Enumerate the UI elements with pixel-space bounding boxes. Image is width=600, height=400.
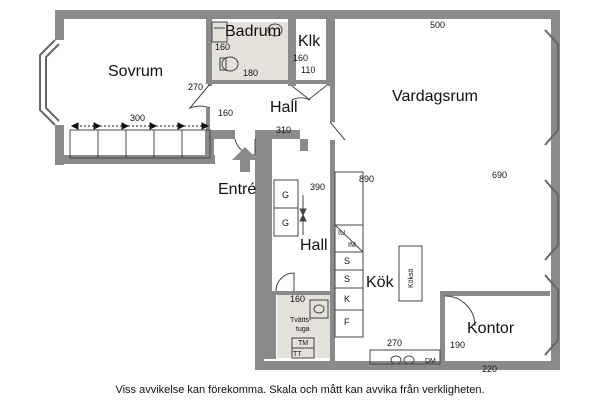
badrum-fixtures [211,21,283,72]
room-kontor: Kontor [467,320,515,337]
room-tvattstuga-line2: tuga [296,326,310,333]
dim-klk-depth: 160 [293,53,308,63]
room-tvattstuga-line1: Tvätts- [290,317,312,324]
room-entre: Entré [218,181,256,198]
dim-tvattstuga-width: 160 [290,294,305,304]
hall-wardrobes [273,179,307,237]
washbasin-icon [267,23,283,37]
sovrum-bay-window [39,39,60,126]
dim-klk-width: 110 [301,65,315,75]
sink-icon [390,355,402,365]
fixture-kitchen-s2: S [344,274,350,284]
dim-hall-upper-depth: 160 [218,108,233,118]
dim-badrum-depth: 160 [215,42,230,52]
fixture-kitchen-im: IM [348,242,356,249]
dim-kontor-depth: 190 [450,340,465,350]
fixture-kitchen-f: F [344,317,350,327]
room-hall-upper: Hall [270,99,298,116]
interior-walls [206,14,550,370]
room-klk: Klk [298,33,321,50]
fixture-wardrobe-b: G [282,218,289,228]
toilet-icon [221,56,239,72]
right-bay-windows [544,29,559,356]
room-sovrum: Sovrum [108,63,163,80]
kitchen-counter [334,171,441,365]
fixture-koksö: Köksö [408,268,415,288]
room-vardagsrum: Vardagsrum [392,88,478,105]
disclaimer-text: Viss avvikelse kan förekomma. Skala och … [115,384,485,396]
tvattstuga-fixtures [291,299,329,359]
room-hall-lower: Hall [300,237,328,254]
fixture-kitchen-iu: IU [338,230,345,237]
dim-sovrum-width: 300 [130,113,145,123]
kitchen-island [398,245,423,302]
dim-hall-lower-depth: 390 [310,182,325,192]
dim-kok-width: 270 [387,338,402,348]
room-kok: Kök [366,274,395,291]
fixture-wardrobe-a: G [282,190,289,200]
dim-badrum-width: 180 [243,68,258,78]
fixture-tvattmaskin: TM [298,340,308,347]
sovrum-wardrobes [69,129,211,159]
dim-kontor-width: 220 [482,364,497,374]
fixture-dishwasher: DM [425,358,436,365]
room-badrum: Badrum [225,23,281,40]
entrance-arrow-icon [232,147,258,172]
tvattstuga-floor [277,292,331,358]
fixture-torktumlare: TT [293,351,302,358]
dim-kok-depth: 890 [359,174,374,184]
fixture-kitchen-s1: S [344,256,350,266]
dim-vardagsrum-width: 500 [430,20,445,30]
utility-sink-icon [313,304,325,314]
dim-hall-upper-width: 310 [276,125,291,135]
sovrum-dimension-arrows [70,122,210,130]
fixture-kitchen-k: K [344,294,350,304]
dim-sovrum-depth: 270 [188,82,203,92]
dim-vardagsrum-depth: 690 [492,170,507,180]
